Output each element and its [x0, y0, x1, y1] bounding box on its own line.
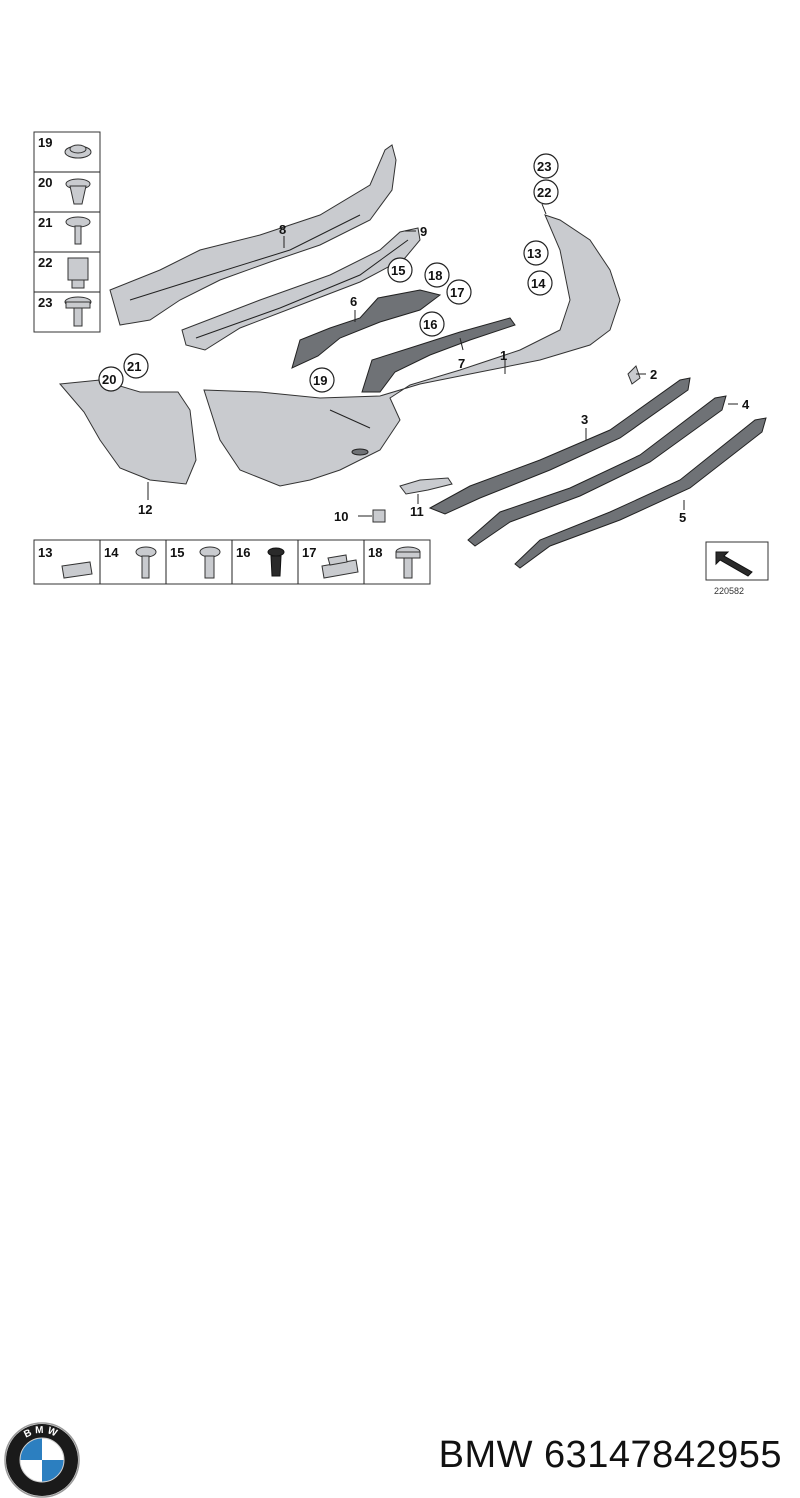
screw-icon	[199, 546, 221, 579]
svg-text:21: 21	[127, 359, 141, 374]
svg-text:18: 18	[428, 268, 442, 283]
legend-label-20: 20	[38, 175, 52, 190]
label-part-5: 5	[679, 510, 686, 525]
callout-17: 17	[446, 279, 472, 305]
trim-strip-part-3	[428, 377, 691, 515]
speed-nut-icon	[61, 561, 93, 579]
trim-strip-part-5	[514, 417, 767, 569]
screw-icon	[135, 546, 157, 579]
orientation-arrow-icon	[705, 541, 769, 581]
clip-icon	[321, 554, 359, 579]
svg-text:13: 13	[527, 246, 541, 261]
label-part-3: 3	[581, 412, 588, 427]
side-bracket-part-12	[58, 379, 197, 485]
callout-14: 14	[527, 270, 553, 296]
trim-strip-part-4	[467, 395, 727, 547]
label-part-9: 9	[420, 224, 427, 239]
bottom-fastener-legend: 13 14 15 16 17 18	[33, 539, 431, 585]
label-part-6: 6	[350, 294, 357, 309]
support-rail-part-9	[181, 227, 421, 351]
legend-label-17: 17	[302, 545, 316, 560]
label-part-1: 1	[500, 348, 507, 363]
plate-part-2	[627, 365, 641, 385]
svg-text:15: 15	[391, 263, 405, 278]
legend-label-18: 18	[368, 545, 382, 560]
callout-20: 20	[98, 366, 124, 392]
push-rivet-icon	[267, 547, 285, 577]
carrier-part-8	[109, 144, 397, 326]
label-part-11: 11	[410, 504, 424, 519]
clip-part-10	[372, 509, 386, 523]
label-part-7: 7	[458, 356, 465, 371]
label-part-2: 2	[650, 367, 657, 382]
svg-text:22: 22	[537, 185, 551, 200]
left-fastener-legend: 19 20 21 22 23	[33, 131, 101, 333]
clip-nut-icon	[67, 257, 89, 289]
label-part-4: 4	[742, 397, 750, 412]
callout-19: 19	[309, 367, 335, 393]
reference-number: 220582	[714, 586, 744, 596]
nut-icon	[64, 144, 92, 159]
bumper-panel-part-1	[203, 214, 621, 487]
callout-16: 16	[419, 311, 445, 337]
svg-text:23: 23	[537, 159, 551, 174]
svg-text:20: 20	[102, 372, 116, 387]
legend-label-16: 16	[236, 545, 250, 560]
callout-22: 22	[533, 179, 559, 205]
callout-13: 13	[523, 240, 549, 266]
legend-label-14: 14	[104, 545, 119, 560]
bolt-icon	[395, 546, 421, 579]
legend-label-15: 15	[170, 545, 184, 560]
label-part-12: 12	[138, 502, 152, 517]
legend-label-22: 22	[38, 255, 52, 270]
trim-part-11	[399, 477, 453, 495]
label-part-10: 10	[334, 509, 348, 524]
callout-21: 21	[123, 353, 149, 379]
legend-label-23: 23	[38, 295, 52, 310]
part-number-label: BMW 63147842955	[438, 1434, 782, 1476]
callout-15: 15	[387, 257, 413, 283]
svg-text:17: 17	[450, 285, 464, 300]
svg-text:14: 14	[531, 276, 546, 291]
legend-label-21: 21	[38, 215, 52, 230]
svg-text:19: 19	[313, 373, 327, 388]
absorber-part-6	[291, 289, 442, 369]
parts-diagram: 19 20 21 22 23 13 14 15 16 17 18	[33, 131, 769, 596]
legend-label-19: 19	[38, 135, 52, 150]
svg-text:16: 16	[423, 317, 437, 332]
screw-icon	[65, 216, 91, 245]
expansion-nut-icon	[65, 178, 91, 205]
bolt-icon	[64, 296, 92, 327]
callout-18: 18	[424, 262, 450, 288]
bracket-part-7	[361, 317, 516, 393]
callout-23: 23	[533, 153, 559, 179]
label-part-8: 8	[279, 222, 286, 237]
footer: BMW BMW 63147842955	[0, 700, 800, 1498]
legend-label-13: 13	[38, 545, 52, 560]
bmw-logo: BMW	[4, 1422, 80, 1498]
